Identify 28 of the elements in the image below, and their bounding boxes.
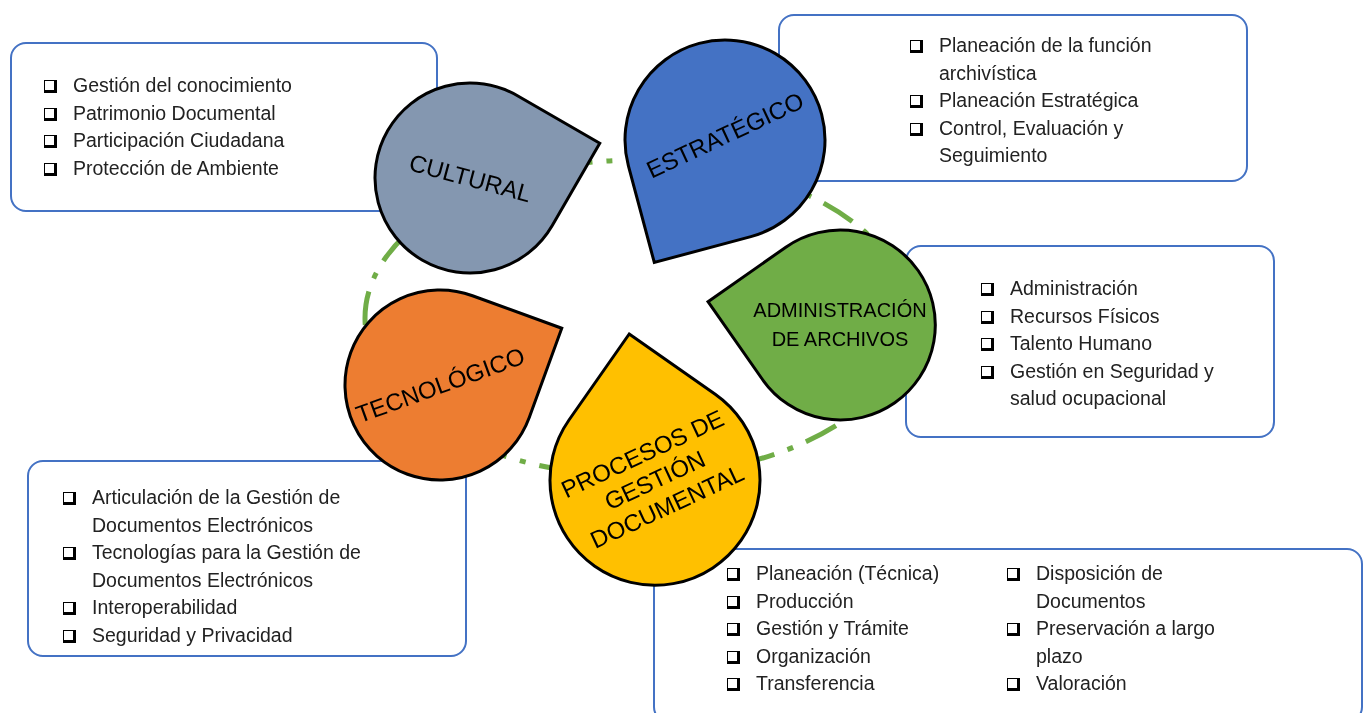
list-item: Transferencia — [756, 671, 875, 696]
list-item: Control, Evaluación y Seguimiento — [939, 115, 1125, 168]
list-item: Disposición de Documentos — [1036, 561, 1164, 614]
petal-shape — [622, 37, 828, 266]
petal-shape — [372, 80, 603, 276]
list-item: Planeación Estratégica — [939, 88, 1139, 113]
list-item: Tecnologías para la Gestión de Documentos Electrónicos — [92, 540, 362, 593]
list-item: Recursos Físicos — [1010, 303, 1160, 329]
list-box — [27, 460, 467, 657]
list-item: Organización — [756, 643, 871, 669]
list-item: Gestión en Seguridad y salud ocupacional — [1010, 358, 1215, 411]
list-item: Gestión y Trámite — [756, 616, 909, 641]
list-item: Patrimonio Documental — [73, 100, 276, 126]
list-box — [653, 548, 1363, 713]
list-item: Seguridad y Privacidad — [92, 622, 293, 648]
list-item: Producción — [756, 588, 854, 614]
petal-label: ADMINISTRACIÓN DE ARCHIVOS — [752, 298, 928, 352]
list-item: Valoración — [1036, 671, 1127, 696]
list-item: Participación Ciudadana — [73, 128, 285, 153]
list-item: Preservación a largo plazo — [1036, 616, 1216, 669]
list-item: Planeación (Técnica) — [756, 561, 940, 586]
list-item: Articulación de la Gestión de Documentos Electrónicos — [92, 485, 342, 538]
list-item: Interoperabilidad — [92, 595, 238, 620]
list-item: Protección de Ambiente — [73, 155, 279, 181]
list-item: Gestión del conocimiento — [73, 73, 292, 98]
list-item: Administración — [1010, 276, 1138, 301]
list-item: Talento Humano — [1010, 331, 1152, 356]
list-item: Planeación de la función archivística — [939, 33, 1153, 86]
